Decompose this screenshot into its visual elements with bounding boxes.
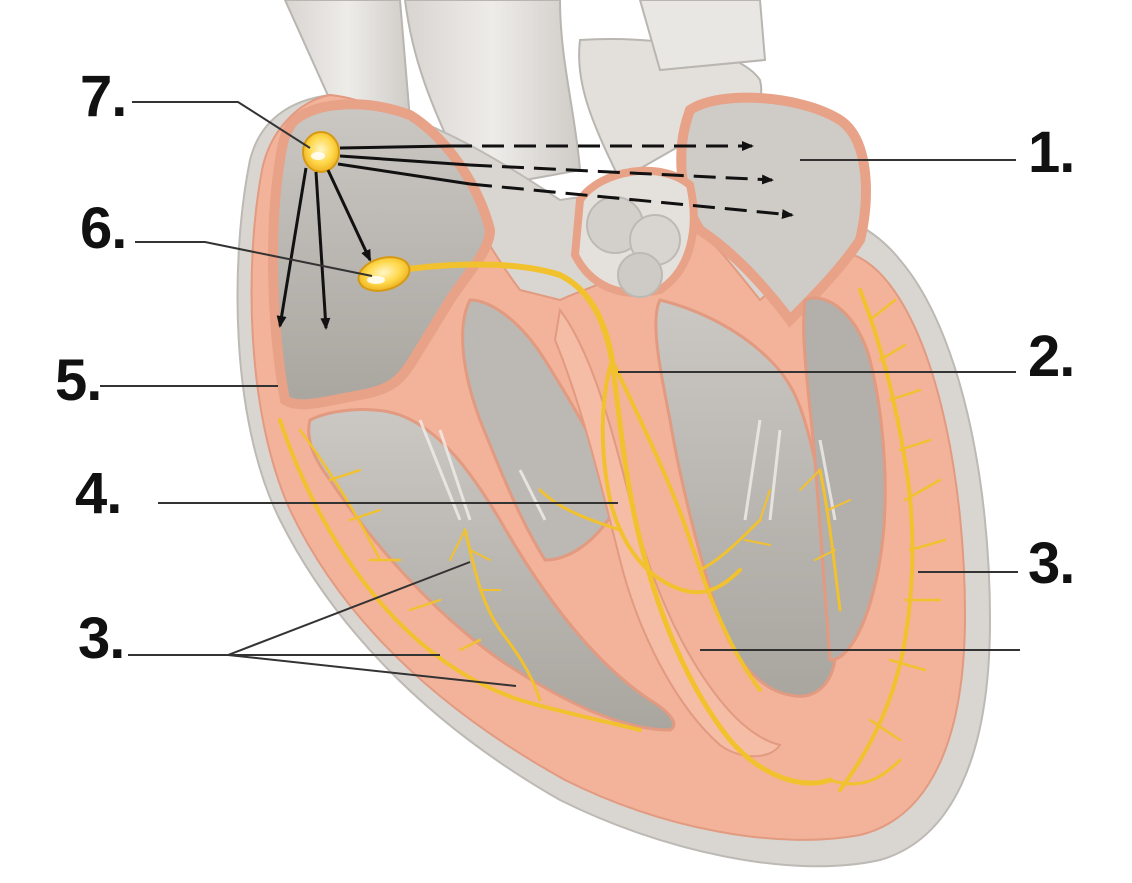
label-6: 6.: [80, 196, 127, 261]
tricuspid-region: [461, 298, 622, 562]
label-3-left: 3.: [78, 606, 125, 671]
label-2: 2.: [1028, 324, 1075, 389]
av-bundle: [397, 261, 615, 363]
left-ventricle: [654, 298, 838, 698]
sa-node-icon: [302, 131, 340, 173]
right-ventricle: [307, 408, 676, 732]
conduction-system: [278, 261, 947, 792]
sa-node-arrows: [276, 141, 794, 330]
leader-7: [132, 101, 311, 149]
label-1: 1.: [1028, 120, 1075, 185]
right-bundle-branch: [600, 358, 742, 595]
label-7: 7.: [80, 64, 127, 129]
leader-6: [135, 241, 373, 277]
label-3-right: 3.: [1028, 531, 1075, 596]
label-5: 5.: [55, 348, 102, 413]
leader-lines: [100, 101, 1020, 687]
pulmonary-artery: [638, 0, 767, 72]
label-4: 4.: [75, 461, 122, 526]
left-bundle-branch: [609, 357, 833, 786]
purkinje-fibers-right: [838, 288, 915, 792]
av-node-icon: [357, 256, 411, 292]
purkinje-fibers-left: [278, 418, 642, 732]
aortic-valve: [570, 166, 698, 298]
leader-3a-lower: [227, 654, 517, 687]
left-ventricle-lumen: [802, 296, 887, 662]
